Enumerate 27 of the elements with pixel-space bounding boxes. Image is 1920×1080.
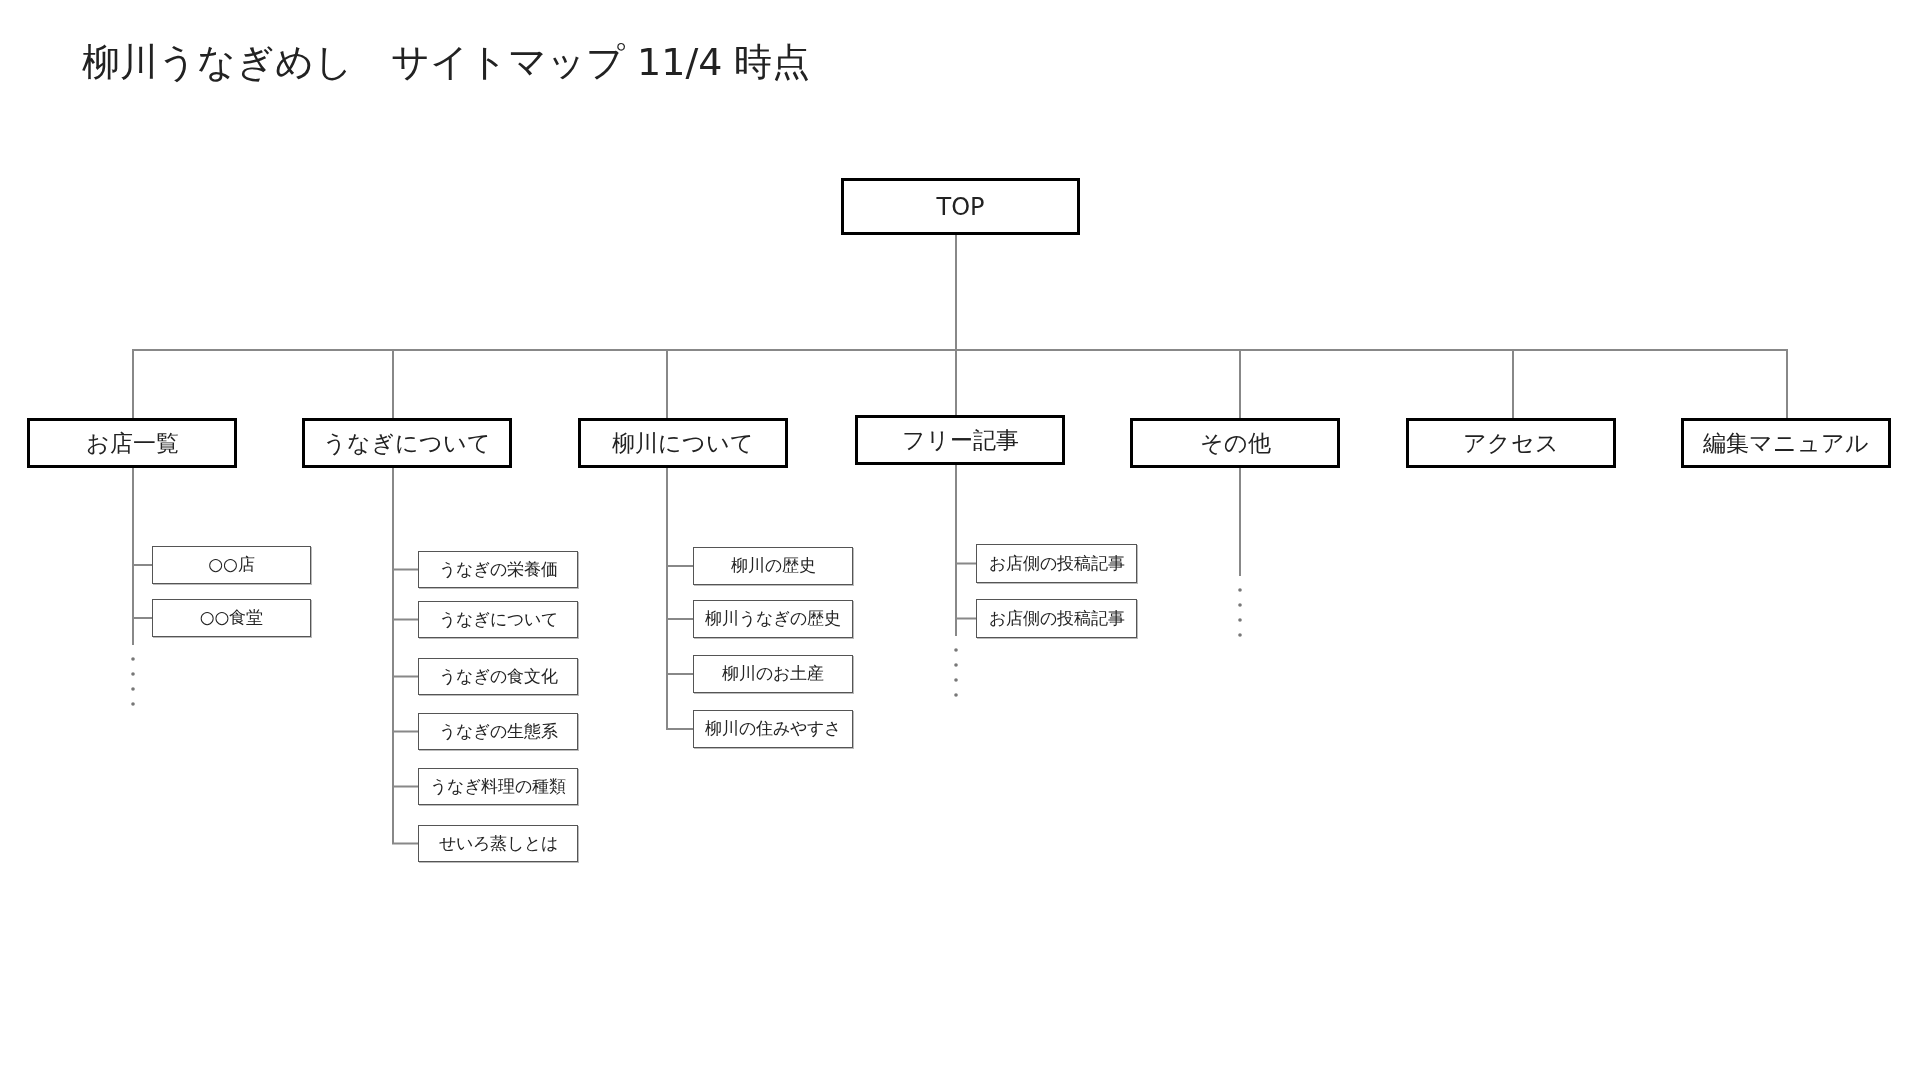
page-box: うなぎについて <box>418 601 578 638</box>
page-box: 柳川の歴史 <box>693 547 853 585</box>
section-box: うなぎについて <box>302 418 512 468</box>
diagram-title: 柳川うなぎめし サイトマップ 11/4 時点 <box>82 39 811 86</box>
page-box: うなぎの栄養価 <box>418 551 578 588</box>
page-box: お店側の投稿記事 <box>976 544 1137 583</box>
section-box: その他 <box>1130 418 1340 468</box>
section-box: 柳川について <box>578 418 788 468</box>
page-box: ○○店 <box>152 546 311 584</box>
connector-line <box>955 464 977 620</box>
page-box: うなぎの生態系 <box>418 713 578 750</box>
section-box: お店一覧 <box>27 418 237 468</box>
page-box: 柳川の住みやすさ <box>693 710 853 748</box>
connector-line <box>1239 467 1241 577</box>
page-box: ○○食堂 <box>152 599 311 637</box>
section-box: フリー記事 <box>855 415 1065 465</box>
page-box: 柳川のお土産 <box>693 655 853 693</box>
page-box: うなぎの食文化 <box>418 658 578 695</box>
page-box: 柳川うなぎの歴史 <box>693 600 853 638</box>
section-box: 編集マニュアル <box>1681 418 1891 468</box>
page-box: せいろ蒸しとは <box>418 825 578 862</box>
connector-line <box>132 467 153 619</box>
section-box: TOP <box>841 178 1080 235</box>
page-box: うなぎ料理の種類 <box>418 768 578 805</box>
connector-line <box>666 467 694 730</box>
page-box: お店側の投稿記事 <box>976 599 1137 638</box>
section-box: アクセス <box>1406 418 1616 468</box>
